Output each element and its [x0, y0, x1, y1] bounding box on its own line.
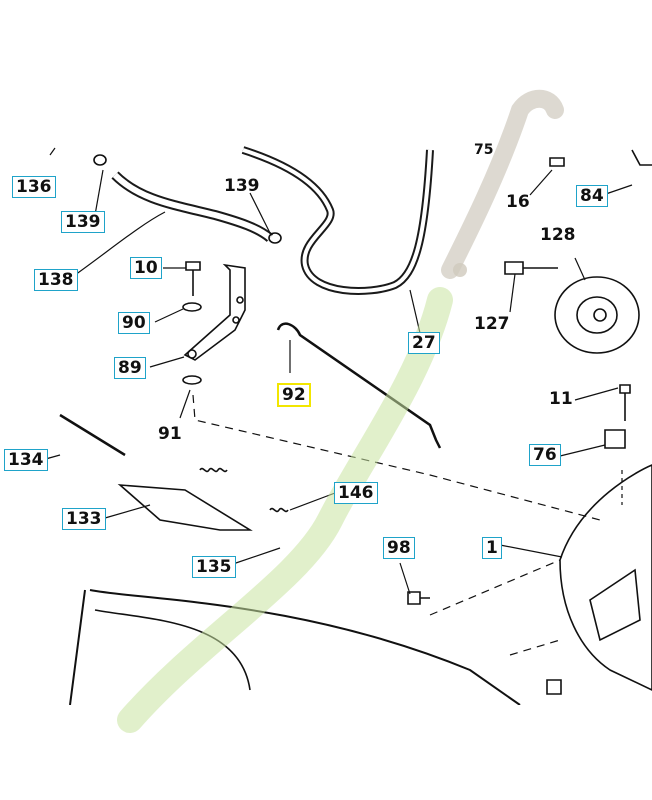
- bolt-98: [407, 591, 430, 605]
- clamp-right: [268, 232, 282, 244]
- part-label-136: 136: [12, 176, 56, 198]
- drive-belt: [241, 146, 434, 295]
- part-label-139-plain: 139: [224, 176, 260, 196]
- part-label-127: 127: [474, 314, 510, 334]
- nut-16: [549, 157, 565, 167]
- part-label-134: 134: [4, 449, 48, 471]
- part-label-138: 138: [34, 269, 78, 291]
- deck: [69, 589, 521, 705]
- part-label-133: 133: [62, 508, 106, 530]
- part-label-1: 1: [482, 537, 502, 559]
- part-label-91: 91: [158, 424, 182, 444]
- part-label-90: 90: [118, 312, 150, 334]
- part-label-16: 16: [506, 192, 530, 212]
- bushing-76: [604, 429, 626, 449]
- part-label-89: 89: [114, 357, 146, 379]
- part-label-11: 11: [549, 389, 573, 409]
- part-label-92-highlight: 92: [277, 383, 311, 407]
- part-label-135: 135: [192, 556, 236, 578]
- bracket: [183, 263, 246, 361]
- part-label-84: 84: [576, 185, 608, 207]
- rod-134: [59, 413, 126, 457]
- part-label-75-partial: 75: [474, 142, 494, 158]
- part-label-139: 139: [61, 211, 105, 233]
- part-label-10: 10: [130, 257, 162, 279]
- housing: [559, 464, 652, 691]
- part-label-76: 76: [529, 444, 561, 466]
- part-label-128: 128: [540, 225, 576, 245]
- spring: [199, 467, 289, 513]
- part-label-27: 27: [408, 332, 440, 354]
- pulley: [554, 276, 640, 354]
- washer-90: [182, 302, 202, 312]
- clamp: [93, 154, 107, 166]
- nut-bottom: [546, 679, 562, 695]
- washer-91: [182, 375, 202, 385]
- bolt-10: [185, 261, 201, 296]
- bolt-127: [504, 261, 558, 275]
- part-label-98: 98: [383, 537, 415, 559]
- bolt-11: [619, 384, 631, 421]
- bracket-84: [631, 149, 652, 166]
- part-label-146: 146: [334, 482, 378, 504]
